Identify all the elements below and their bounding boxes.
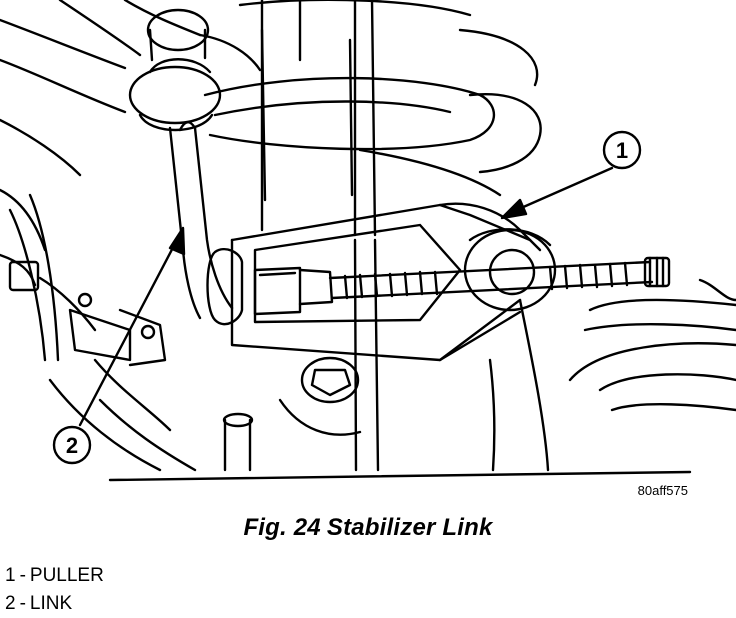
callout-1: 1: [602, 130, 642, 170]
coil-spring: [203, 0, 542, 197]
base-line: [108, 470, 692, 482]
callout-1-leader: [510, 166, 614, 214]
figure-code: 80aff575: [638, 483, 688, 498]
callout-1-circle: [602, 130, 642, 170]
legend: 1-PULLER 2-LINK: [5, 562, 104, 618]
stabilizer-link-illustration: 1 2 80aff575: [0, 0, 736, 498]
callout-2-circle: [52, 425, 92, 465]
brake-caliper: [0, 188, 197, 472]
control-arm: [0, 0, 262, 177]
callout-2-arrowhead: [168, 226, 186, 256]
figure-number: Fig. 24: [243, 514, 321, 541]
callout-1-number: 1: [616, 138, 628, 163]
puller-tool: [206, 202, 557, 362]
legend-label: LINK: [29, 593, 73, 614]
steering-knuckle: [222, 238, 736, 472]
legend-number: 2: [5, 593, 16, 614]
callout-2-leader: [78, 236, 180, 427]
legend-item-link: 2-LINK: [5, 590, 104, 618]
figure-title: Stabilizer Link: [326, 514, 493, 541]
legend-item-puller: 1-PULLER: [5, 562, 104, 590]
puller-forcing-screw: [328, 256, 671, 300]
legend-separator: -: [19, 565, 26, 586]
legend-separator: -: [19, 593, 26, 614]
callout-2-number: 2: [66, 433, 78, 458]
callout-1-arrowhead: [500, 198, 528, 220]
strut-body: [260, 0, 377, 237]
link-upper-ball-joint: [128, 8, 222, 132]
callout-2: 2: [52, 425, 92, 465]
legend-number: 1: [5, 565, 16, 586]
legend-label: PULLER: [29, 565, 104, 586]
link-rod: [168, 121, 234, 320]
